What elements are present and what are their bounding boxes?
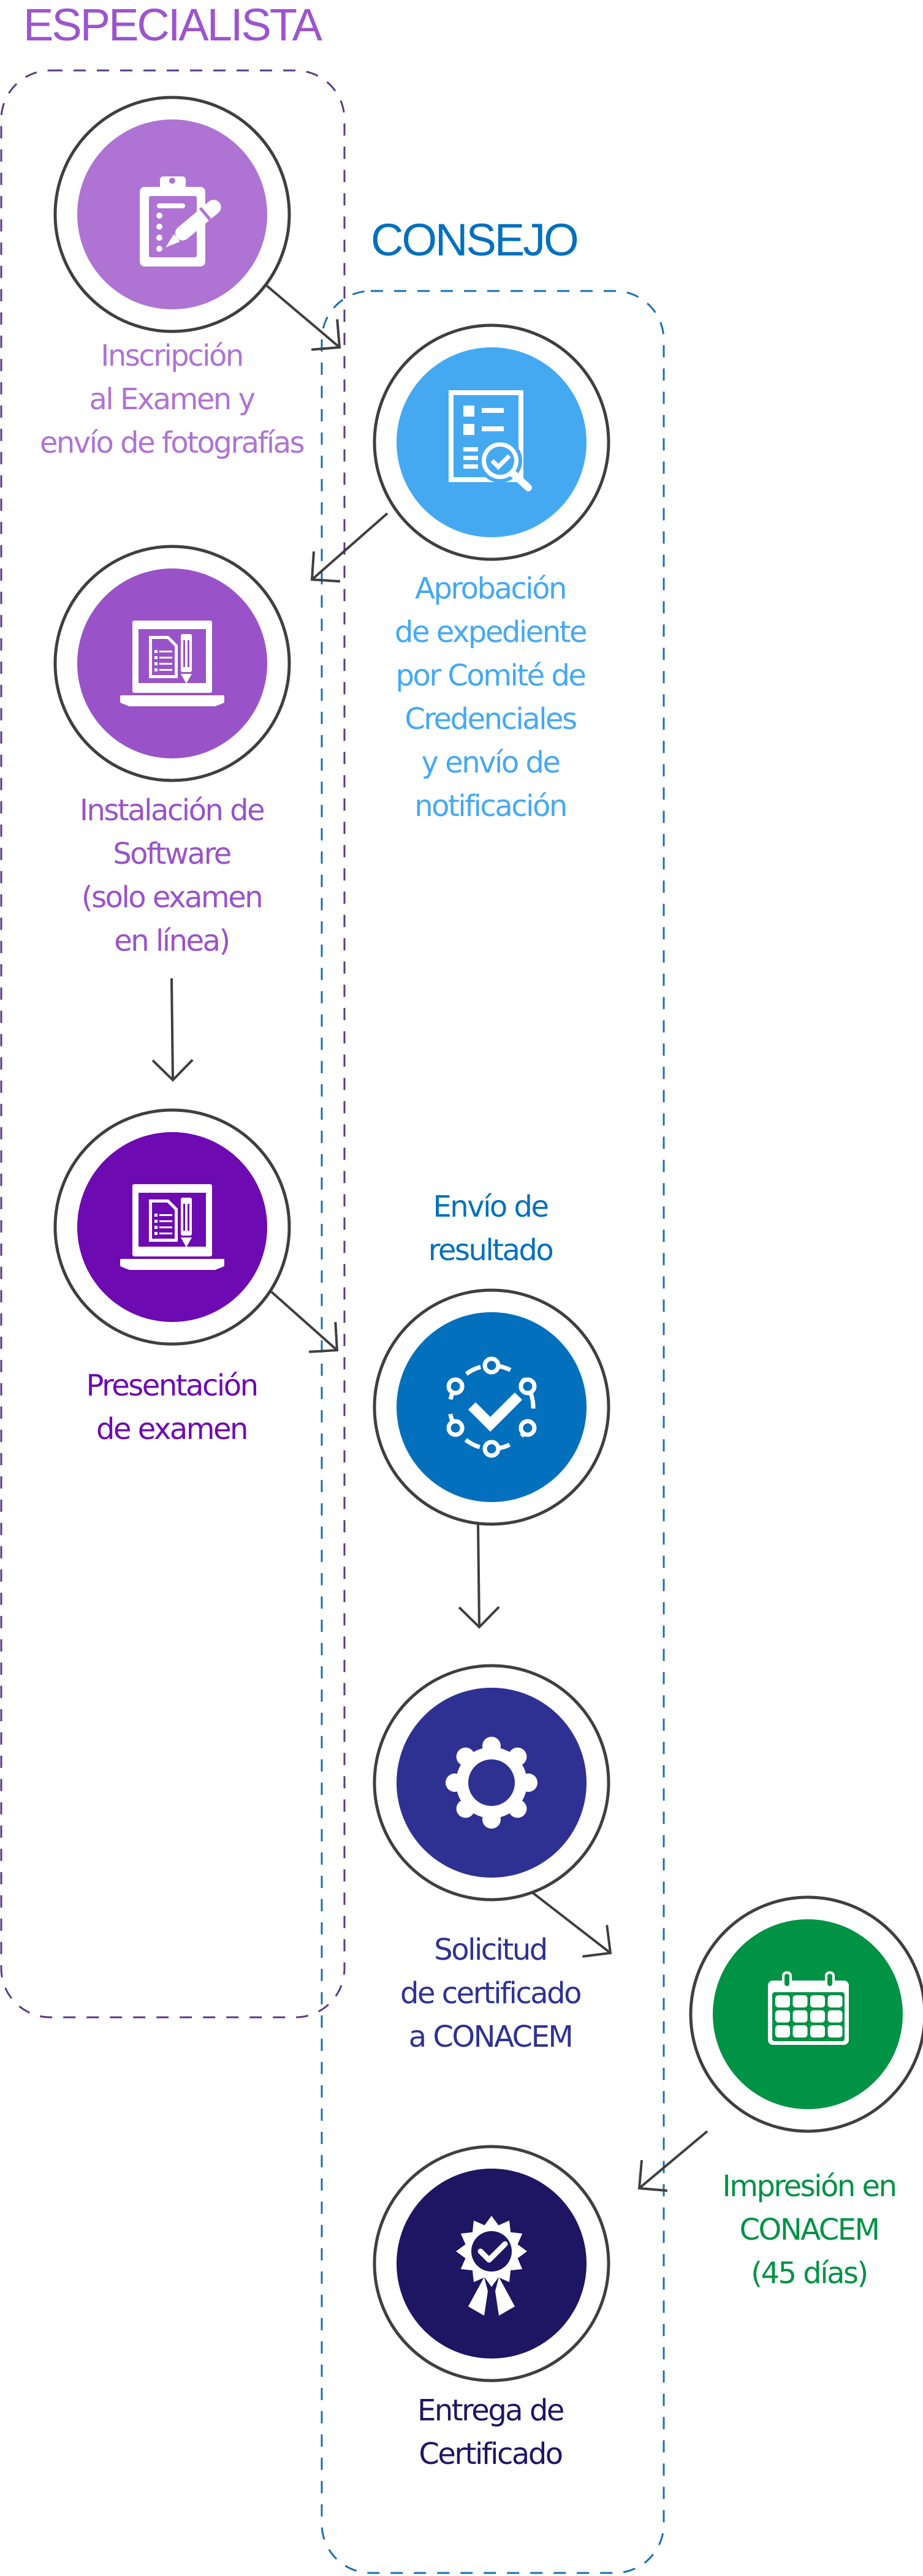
nodes-layer	[53, 96, 923, 2382]
step-label-instalacion: Instalación de Software (solo examen en …	[79, 793, 265, 958]
arrow-shaft	[477, 1523, 480, 1628]
clipboard-pen-icon	[140, 176, 221, 266]
arrow-inscripcion-to-aprobacion	[262, 282, 341, 351]
step-node-impresion	[689, 1895, 923, 2133]
lanes-layer	[0, 69, 665, 2574]
step-node-entrega	[373, 2145, 610, 2382]
step-label-presentacion: Presentación de examen	[86, 1369, 259, 1446]
step-label-impresion: Impresión en CONACEM (45 días)	[722, 2169, 897, 2291]
step-node-instalacion	[53, 545, 291, 782]
laptop-exam-icon	[120, 1184, 224, 1270]
arrow-head-icon	[582, 1925, 612, 1958]
step-label-solicitud: Solicitud de certificado a CONACEM	[400, 1933, 582, 2054]
arrow-shaft	[259, 1280, 338, 1351]
gear-icon	[446, 1737, 537, 1829]
arrow-aprobacion-to-instalacion	[310, 512, 389, 583]
arrow-shaft	[522, 1884, 612, 1954]
step-label-aprobacion: Aprobación de expediente por Comité de C…	[395, 572, 587, 823]
step-node-aprobacion	[373, 323, 610, 561]
laptop-exam-icon	[120, 621, 224, 706]
arrow-shaft	[311, 512, 389, 581]
arrow-shaft	[262, 282, 341, 349]
lane-consejo	[321, 290, 665, 2574]
arrow-shaft	[170, 978, 174, 1081]
lane-title-especialista: ESPECIALISTA	[23, 0, 322, 50]
step-label-entrega: Entrega de Certificado	[417, 2393, 564, 2471]
arrow-head-icon	[151, 1059, 194, 1082]
arrow-instalacion-to-presentacion	[151, 978, 194, 1082]
step-node-presentacion	[53, 1108, 291, 1346]
arrow-solicitud-to-impresion	[522, 1884, 612, 1958]
arrow-head-icon	[308, 1321, 339, 1353]
arrow-head-icon	[310, 551, 341, 583]
arrow-head-icon	[458, 1606, 500, 1629]
arrow-impresion-to-entrega	[637, 2130, 708, 2193]
arrow-presentacion-to-envio-resultado	[259, 1280, 339, 1353]
arrow-envio-resultado-to-solicitud	[458, 1523, 500, 1629]
step-node-envio-resultado	[373, 1288, 610, 1526]
lane-title-consejo: CONSEJO	[371, 214, 579, 265]
document-search-check-icon	[449, 390, 532, 491]
step-label-inscripcion: Inscripción al Examen y envío de fotogra…	[39, 339, 305, 460]
step-node-solicitud	[373, 1664, 610, 1902]
arrow-shaft	[638, 2130, 708, 2189]
step-label-envio-resultado: Envío de resultado	[428, 1190, 554, 1267]
network-check-icon	[446, 1356, 537, 1458]
calendar-icon	[768, 1971, 849, 2045]
step-disc	[397, 1312, 587, 1502]
arrows-layer	[151, 282, 708, 2193]
award-ribbon-icon	[456, 2216, 527, 2316]
lane-especialista	[0, 69, 346, 2019]
step-node-inscripcion	[53, 96, 291, 333]
arrow-head-icon	[637, 2160, 667, 2193]
arrow-head-icon	[311, 319, 341, 351]
